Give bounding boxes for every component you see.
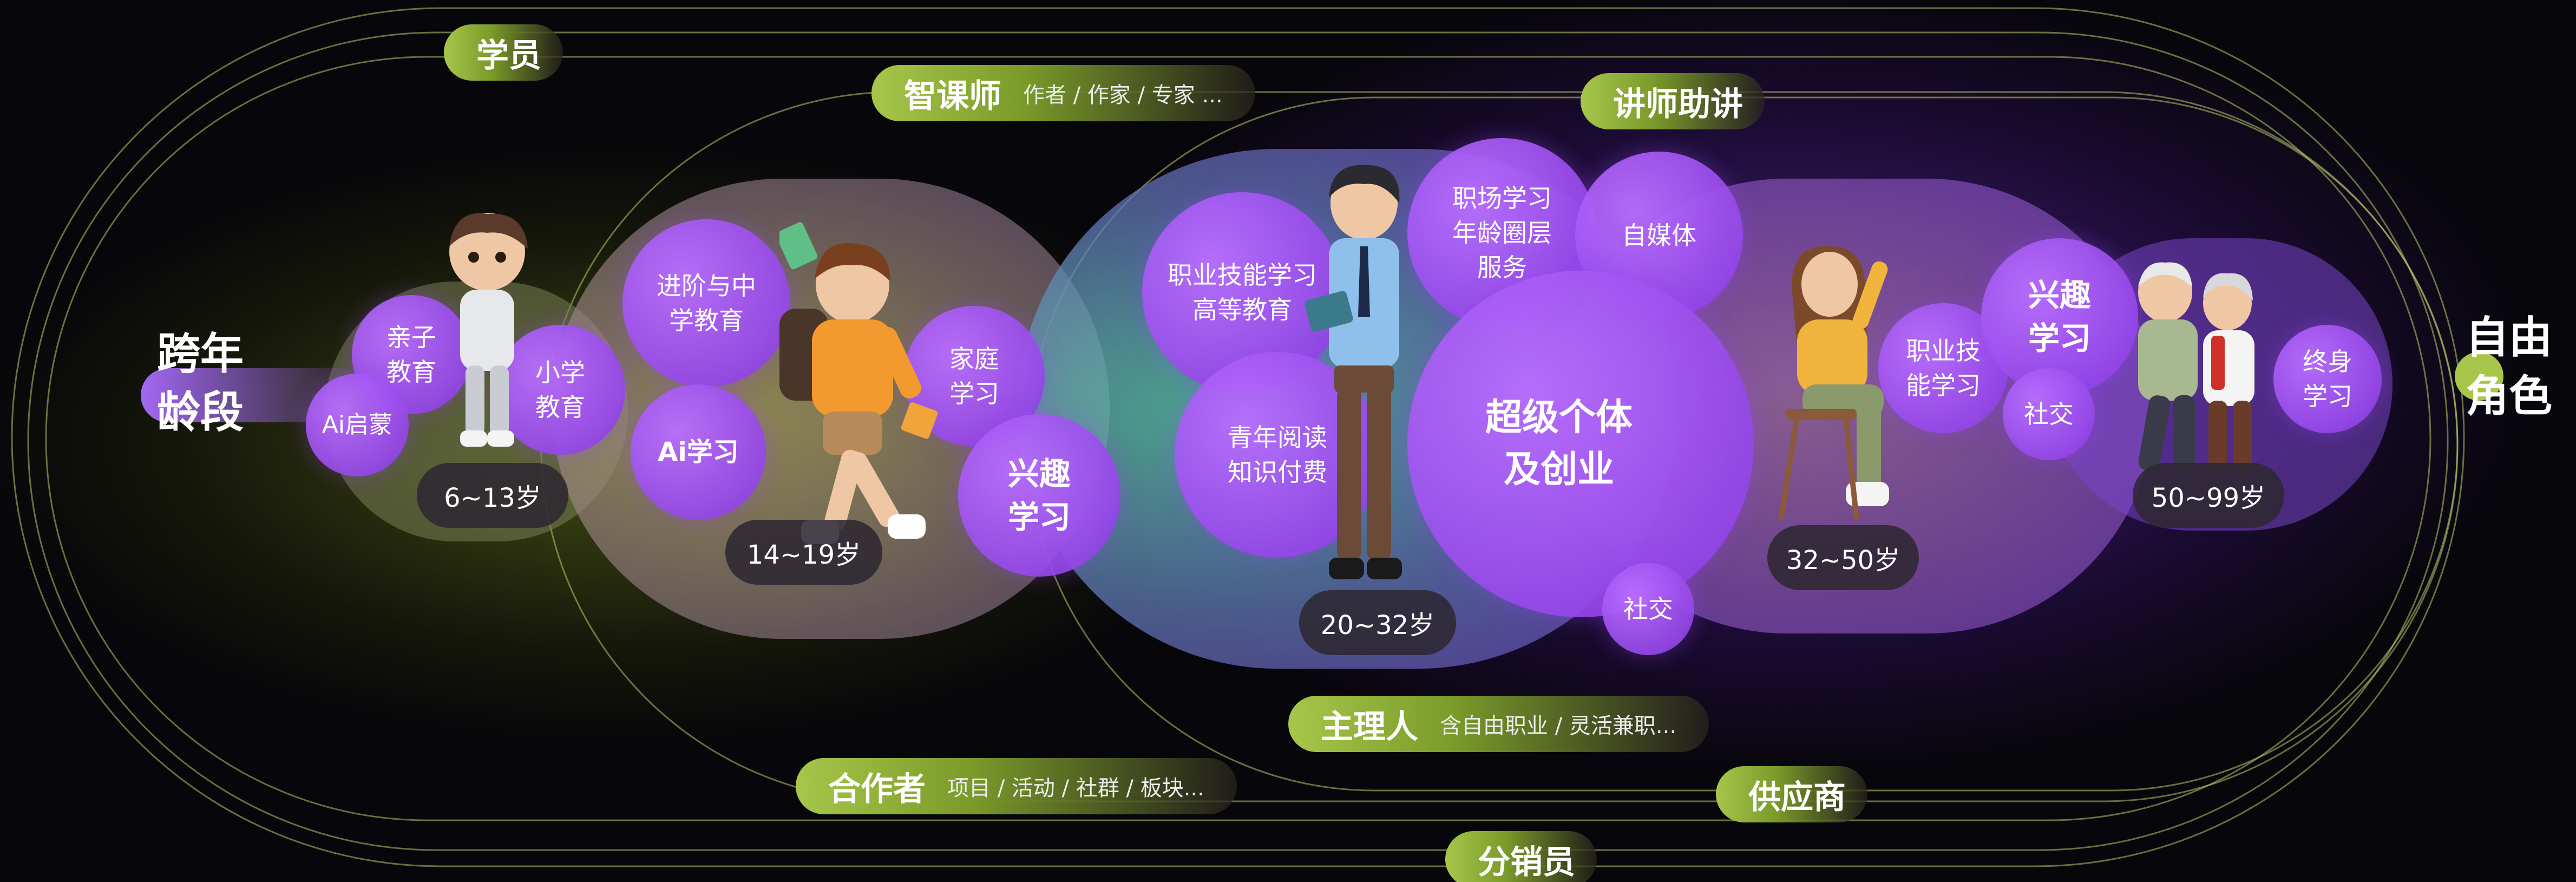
- role-tag-partner: 合作者 项目 / 活动 / 社群 / 板块...: [796, 758, 1237, 814]
- topic-label: Ai启蒙: [322, 411, 393, 439]
- topic-label: 终身 学习: [2303, 347, 2352, 411]
- topic-circle-advanced-middle-school: 进阶与中 学教育: [622, 219, 790, 387]
- role-tag-distributor-label: 分销员: [1478, 843, 1575, 881]
- age-pill-6-13: 6~13岁: [417, 463, 568, 528]
- role-tag-host-sub: 含自由职业 / 灵活兼职...: [1440, 714, 1677, 739]
- topic-label: 兴趣 学习: [1007, 455, 1071, 535]
- ring-second: [27, 31, 2449, 851]
- topic-label: 职场学习 年龄圈层 服务: [1452, 184, 1552, 282]
- topic-circle-primary-school: 小学 教育: [495, 325, 625, 455]
- topic-circle-social-young: 社交: [1602, 563, 1694, 655]
- young-adult-figure: [1305, 165, 1402, 579]
- right-title: 自由 角色: [2466, 312, 2552, 421]
- left-title: 跨年 龄段: [157, 329, 244, 437]
- topic-label: 进阶与中 学教育: [657, 271, 756, 335]
- topic-circle-ai-learning: Ai学习: [631, 384, 766, 520]
- role-tag-student-label: 学员: [476, 36, 541, 75]
- adult-woman-figure: [1778, 246, 1889, 520]
- senior-couple-figure: [2138, 262, 2254, 471]
- role-tag-course-teacher: 智课师 作者 / 作家 / 专家 ...: [871, 65, 1255, 121]
- topic-circle-super-individual: 超级个体 及创业: [1407, 271, 1754, 617]
- floating-book-icon: [901, 402, 938, 439]
- topic-label: 家庭 学习: [949, 344, 999, 408]
- child-figure: [449, 213, 528, 447]
- age-pill-50-99: 50~99岁: [2133, 463, 2284, 528]
- role-tag-student: 学员: [444, 24, 563, 81]
- topic-label: 兴趣 学习: [2028, 277, 2091, 357]
- right-title-dot: [2455, 352, 2503, 401]
- topic-circle-lifelong-learning: 终身 学习: [2273, 325, 2382, 433]
- topic-label: 青年阅读 知识付费: [1228, 423, 1327, 487]
- role-tag-host-label: 主理人: [1321, 708, 1418, 746]
- role-tag-partner-sub: 项目 / 活动 / 社群 / 板块...: [947, 776, 1204, 801]
- topic-label: 职业技 能学习: [1906, 336, 1981, 400]
- topic-circle-ai-enlightenment: Ai启蒙: [306, 374, 409, 476]
- topic-circle-interest-learning-teen: 兴趣 学习: [958, 414, 1120, 577]
- topic-label: 社交: [2024, 400, 2074, 429]
- floating-book-icon: [779, 222, 817, 270]
- age-pill-32-50: 32~50岁: [1767, 525, 1919, 590]
- topic-label: 职业技能学习 高等教育: [1168, 260, 1317, 324]
- topic-label: 自媒体: [1622, 221, 1696, 250]
- ring-outer: [11, 7, 2465, 867]
- topic-label: 小学 教育: [535, 358, 585, 422]
- topic-label: 亲子 教育: [386, 323, 436, 387]
- role-tag-supplier-label: 供应商: [1748, 778, 1846, 816]
- role-tag-distributor: 分销员: [1445, 831, 1597, 882]
- role-tag-course-teacher-label: 智课师: [904, 77, 1001, 115]
- role-tag-course-teacher-sub: 作者 / 作家 / 专家 ...: [1023, 83, 1223, 108]
- role-tag-host: 主理人 含自由职业 / 灵活兼职...: [1288, 696, 1709, 752]
- age-pill-20-32: 20~32岁: [1299, 590, 1456, 655]
- topic-label: Ai学习: [658, 437, 739, 467]
- age-pill-14-19: 14~19岁: [725, 520, 882, 585]
- role-tag-lecturer-assistant: 讲师助讲: [1581, 73, 1765, 129]
- role-tag-partner-label: 合作者: [828, 770, 926, 808]
- topic-label: 社交: [1623, 594, 1673, 624]
- ring-third: [45, 56, 2431, 821]
- topic-label: 超级个体 及创业: [1485, 396, 1633, 491]
- topic-circle-social-adult: 社交: [2003, 368, 2095, 460]
- role-tag-lecturer-assistant-label: 讲师助讲: [1613, 85, 1743, 123]
- role-tag-supplier: 供应商: [1716, 766, 1867, 822]
